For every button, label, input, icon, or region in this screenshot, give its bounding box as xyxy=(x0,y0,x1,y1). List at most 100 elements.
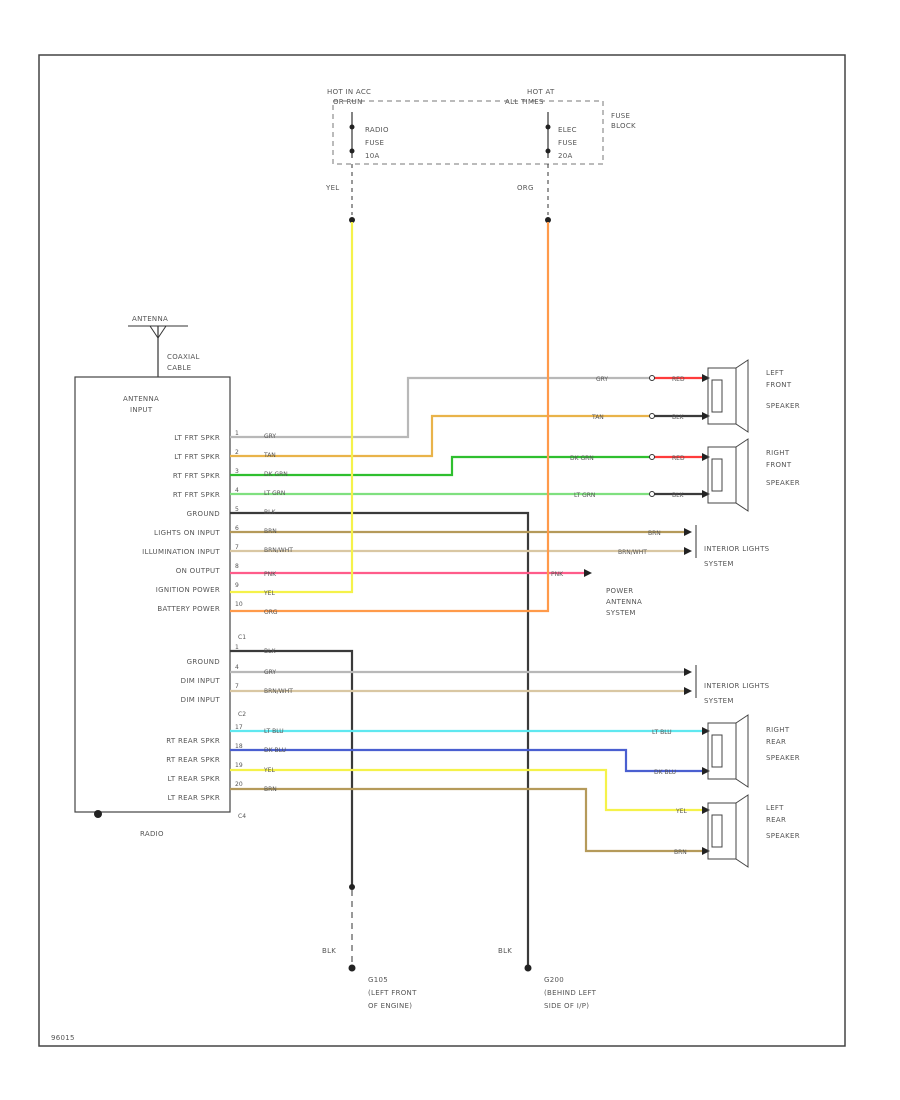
pin-name: LT REAR SPKR xyxy=(168,794,220,802)
svg-text:TAN: TAN xyxy=(263,452,276,459)
svg-text:17: 17 xyxy=(235,724,243,731)
g105-label-2: (LEFT FRONT xyxy=(368,989,417,997)
elec-fuse-label-2: FUSE xyxy=(558,139,577,147)
svg-text:BRN/WHT: BRN/WHT xyxy=(264,547,293,554)
svg-text:PNK: PNK xyxy=(264,571,277,578)
lr-speaker-label-2: REAR xyxy=(766,816,786,824)
pin-name: BATTERY POWER xyxy=(157,605,220,613)
svg-text:GRY: GRY xyxy=(264,669,276,676)
interior1-label: INTERIOR LIGHTS xyxy=(704,545,770,553)
svg-text:YEL: YEL xyxy=(263,590,275,597)
svg-text:DK BLU: DK BLU xyxy=(654,769,676,776)
g105-ground-dot xyxy=(348,964,356,972)
fuse-block-label: FUSE xyxy=(611,112,630,120)
radio-pin-names: LT FRT SPKR LT FRT SPKR RT FRT SPKR RT F… xyxy=(142,434,220,802)
coax-label-2: CABLE xyxy=(167,364,191,372)
power-antenna-label-2: ANTENNA xyxy=(606,598,642,606)
svg-text:RED: RED xyxy=(672,455,685,462)
power-antenna-label-3: SYSTEM xyxy=(606,609,636,617)
g200-wire-label: BLK xyxy=(498,947,512,955)
interior2-label: INTERIOR LIGHTS xyxy=(704,682,770,690)
fuse-block: HOT IN ACC OR RUN HOT AT ALL TIMES FUSE … xyxy=(325,88,636,223)
antenna: ANTENNA COAXIAL CABLE xyxy=(128,315,200,377)
svg-text:4: 4 xyxy=(235,664,239,671)
svg-text:BRN/WHT: BRN/WHT xyxy=(618,549,647,556)
svg-text:BLK: BLK xyxy=(672,414,684,421)
lr-speaker-label-3: SPEAKER xyxy=(766,832,800,840)
svg-text:BRN: BRN xyxy=(674,849,687,856)
wire-dkgrn-rf xyxy=(230,455,650,477)
pin-name: LT FRT SPKR xyxy=(174,453,220,461)
svg-text:LT GRN: LT GRN xyxy=(264,490,285,497)
svg-text:PNK: PNK xyxy=(551,571,564,578)
connector-dots xyxy=(584,374,710,855)
antenna-label: ANTENNA xyxy=(132,315,168,323)
pin-name: RT FRT SPKR xyxy=(173,472,220,480)
speaker-right-rear xyxy=(707,714,749,788)
svg-text:9: 9 xyxy=(235,582,239,589)
antenna-input-label-2: INPUT xyxy=(130,406,153,414)
interior1-label-2: SYSTEM xyxy=(704,560,734,568)
pin-name: RT FRT SPKR xyxy=(173,491,220,499)
lf-speaker-label: LEFT xyxy=(766,369,784,377)
pin-name: DIM INPUT xyxy=(181,696,221,704)
svg-text:1: 1 xyxy=(235,430,239,437)
svg-text:DK BLU: DK BLU xyxy=(264,747,286,754)
speaker-right-front xyxy=(707,438,749,512)
g200-label: G200 xyxy=(544,976,564,984)
radio-fuse-rating: 10A xyxy=(365,152,380,160)
svg-text:18: 18 xyxy=(235,743,243,750)
wire-yel-lr xyxy=(230,768,708,812)
radio-case-ground-dot xyxy=(94,810,102,818)
pin-name: DIM INPUT xyxy=(181,677,221,685)
pin-name: ON OUTPUT xyxy=(176,567,221,575)
g105-label: G105 xyxy=(368,976,388,984)
coax-label: COAXIAL xyxy=(167,353,200,361)
svg-text:6: 6 xyxy=(235,525,239,532)
wire-blk-g105 xyxy=(230,649,354,885)
pin-numbers: 1 2 3 4 5 6 7 8 9 10 1 4 7 17 18 19 20 xyxy=(235,430,243,788)
lf-speaker-label-2: FRONT xyxy=(766,381,792,389)
pin-name: RT REAR SPKR xyxy=(166,756,220,764)
c4-label: C4 xyxy=(238,813,246,820)
svg-text:LT BLU: LT BLU xyxy=(652,729,672,736)
c2-label: C2 xyxy=(238,711,246,718)
wire-labels-right: GRY RED TAN BLK DK GRN RED LT GRN BLK BR… xyxy=(551,376,687,856)
antenna-input-label: ANTENNA xyxy=(123,395,159,403)
wire-gry-lf xyxy=(230,376,650,439)
g200-ground-dot xyxy=(524,964,532,972)
pin-name: GROUND xyxy=(187,658,220,666)
pin-name: LT REAR SPKR xyxy=(168,775,220,783)
power-antenna-label: POWER xyxy=(606,587,633,595)
hot-acc-label: HOT IN ACC xyxy=(327,88,371,96)
svg-text:BRN/WHT: BRN/WHT xyxy=(264,688,293,695)
radio-fuse-label-2: FUSE xyxy=(365,139,384,147)
lf-speaker-label-3: SPEAKER xyxy=(766,402,800,410)
c1-label: C1 xyxy=(238,634,246,641)
svg-text:2: 2 xyxy=(235,449,239,456)
svg-text:YEL: YEL xyxy=(675,808,687,815)
wire-labels-left: GRY TAN DK GRN LT GRN BLK BRN BRN/WHT PN… xyxy=(263,433,293,793)
g105-wire-label: BLK xyxy=(322,947,336,955)
radio-unit: ANTENNA INPUT RADIO C1 C2 C4 xyxy=(74,376,246,838)
svg-text:19: 19 xyxy=(235,762,243,769)
elec-fuse-label: ELEC xyxy=(558,126,577,134)
svg-text:20: 20 xyxy=(235,781,243,788)
org-wire-label: ORG xyxy=(517,184,534,192)
svg-text:YEL: YEL xyxy=(263,767,275,774)
diagram-border xyxy=(38,54,846,1047)
svg-text:DK GRN: DK GRN xyxy=(264,471,288,478)
svg-text:7: 7 xyxy=(235,683,239,690)
wire-dkblu-rr xyxy=(230,748,708,773)
svg-text:DK GRN: DK GRN xyxy=(570,455,594,462)
svg-text:TAN: TAN xyxy=(591,414,604,421)
rf-speaker-label: RIGHT xyxy=(766,449,790,457)
pin-name: RT REAR SPKR xyxy=(166,737,220,745)
g200-label-2: (BEHIND LEFT xyxy=(544,989,597,997)
wires xyxy=(230,222,708,968)
wire-org-batt xyxy=(230,222,550,613)
pin-name: ILLUMINATION INPUT xyxy=(142,548,220,556)
fuse-block-label-2: BLOCK xyxy=(611,122,636,130)
elec-fuse-rating: 20A xyxy=(558,152,573,160)
lr-speaker-label: LEFT xyxy=(766,804,784,812)
